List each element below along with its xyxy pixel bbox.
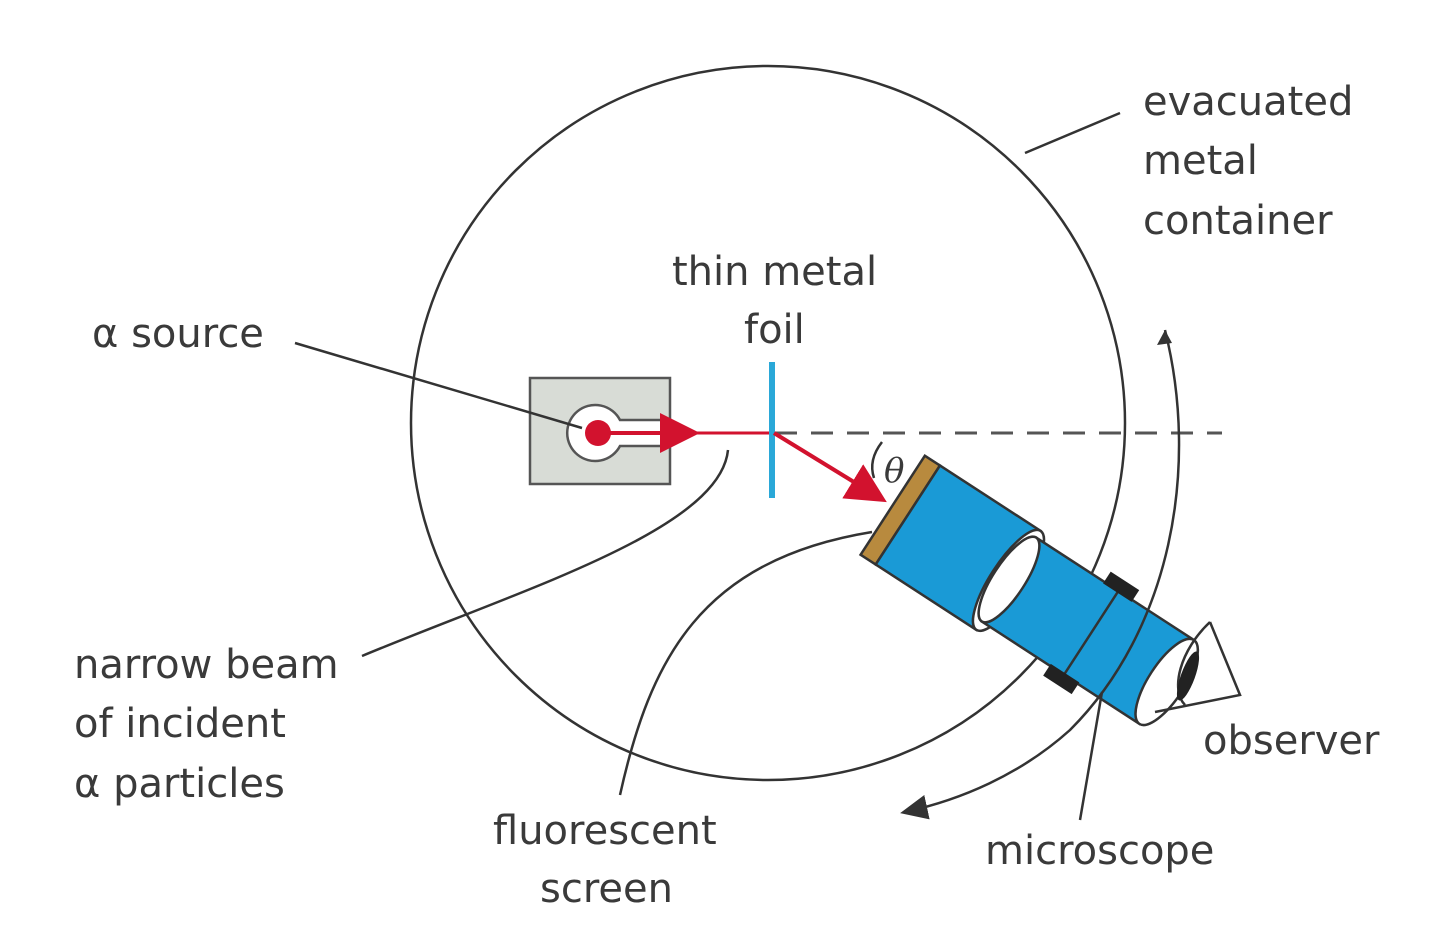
microscope-assembly	[858, 454, 1200, 727]
observer-eye-icon	[1154, 621, 1242, 714]
leader-narrow-beam	[361, 449, 730, 658]
label-observer: observer	[1203, 718, 1380, 764]
evacuated-container-circle	[409, 64, 1127, 782]
label-container-line2: metal	[1143, 138, 1258, 184]
label-microscope: microscope	[985, 828, 1214, 874]
microscope-clamp-top	[1103, 571, 1140, 602]
theta-label: θ	[884, 451, 904, 491]
label-narrow-beam-line1: narrow beam	[74, 642, 339, 688]
label-fluorescent-screen-line1: fluorescent	[493, 808, 717, 854]
label-container-line3: container	[1143, 198, 1333, 244]
leader-alpha-source	[294, 341, 583, 430]
scattered-beam	[772, 431, 887, 503]
leader-container	[1024, 111, 1121, 155]
label-thin-metal-foil-line2: foil	[744, 307, 805, 353]
label-container-line1: evacuated	[1143, 79, 1353, 125]
microscope-clamp-bottom	[1043, 663, 1080, 695]
leader-microscope	[1078, 691, 1104, 821]
microscope-lens-rear-left	[977, 535, 1041, 624]
label-narrow-beam-line3: α particles	[74, 761, 285, 807]
rotation-arrow-head-top	[1157, 330, 1172, 345]
theta-angle-arc	[871, 441, 883, 479]
label-alpha-source: α source	[92, 311, 264, 357]
label-thin-metal-foil-line1: thin metal	[672, 249, 877, 295]
label-narrow-beam-line2: of incident	[74, 701, 286, 747]
label-fluorescent-screen-line2: screen	[540, 866, 673, 912]
leader-fluorescent-screen	[618, 530, 873, 796]
rotation-arrow	[900, 329, 1181, 820]
